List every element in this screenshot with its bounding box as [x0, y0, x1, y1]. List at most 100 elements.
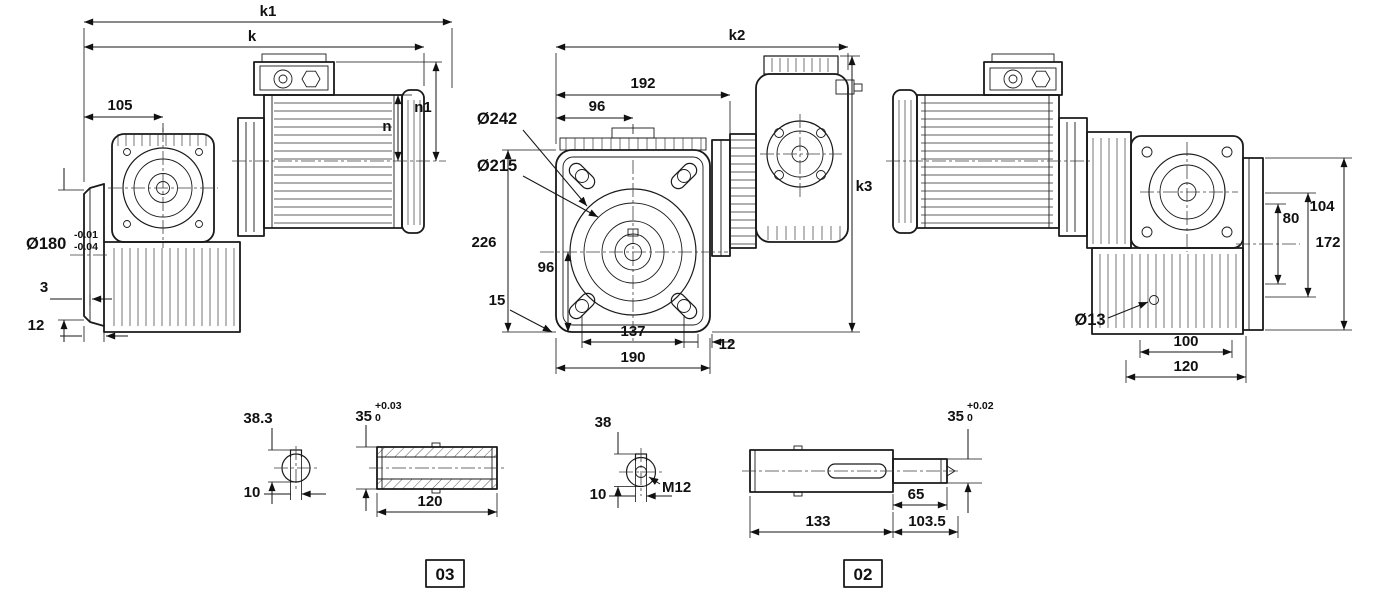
shaft-detail-02: 38 10 M12 35 +0.02 0 65 133 103.5 02: [590, 400, 994, 588]
dim-label-100: 100: [1173, 333, 1198, 350]
detail-tag-02: 02: [843, 559, 883, 588]
view-front: k2 192 96 Ø242 Ø215 226 96 15 137 12 190…: [471, 27, 872, 374]
motor-adapter: [1058, 117, 1088, 237]
shaft-detail-03: 38.3 10 35 +0.03 0 120 03: [243, 400, 505, 588]
hollow-shaft-section: [369, 442, 505, 494]
housing-cooling-ribs: [1099, 254, 1237, 328]
dim-label-192: 192: [630, 75, 655, 92]
dim-label-dia242: Ø242: [477, 110, 517, 128]
motor-fins: [274, 102, 392, 224]
dim-label-120: 120: [1173, 358, 1198, 375]
motor-side: [892, 53, 1088, 237]
dim-label-k2: k2: [729, 27, 746, 44]
dim-label-k3: k3: [856, 178, 873, 195]
dim-label-120: 120: [417, 493, 442, 510]
motor-fins: [921, 102, 1053, 224]
dim-label-105: 105: [107, 97, 132, 114]
centerlines-left: [70, 128, 446, 256]
corner-slot-br: [670, 292, 698, 320]
centerlines-front: [540, 114, 842, 344]
leader-m12: [648, 476, 661, 485]
tolerance-upper-35: +0.02: [967, 400, 994, 412]
dim-label-n1: n1: [414, 99, 432, 116]
leader-dia242: [522, 129, 588, 207]
cable-gland: [835, 79, 855, 95]
circlip-groove-bottom: [431, 488, 441, 494]
motor-end-ribs: [767, 226, 841, 240]
leader-dia215: [522, 175, 599, 218]
corner-slot-tr: [670, 162, 698, 190]
leader-dia13: [1107, 301, 1149, 319]
dim-label-96-left: 96: [538, 259, 555, 276]
tolerance-upper-dia180: -0.01: [74, 229, 98, 241]
bore-end-view: [274, 446, 318, 492]
dim-label-3: 3: [40, 279, 48, 296]
tolerance-lower-dia180: -0.04: [74, 241, 98, 253]
dimensions-right: 80 104 172 Ø13 100 120: [1074, 157, 1352, 383]
dim-label-dia180: Ø180: [26, 235, 66, 253]
dim-label-137: 137: [620, 323, 645, 340]
mounting-hole-dia13: [1149, 295, 1159, 305]
dim-label-35: 35: [355, 408, 372, 425]
dimensions-shaft-02: 38 10 M12 35 +0.02 0 65 133 103.5: [590, 400, 994, 538]
dim-label-35: 35: [947, 408, 964, 425]
dim-label-104: 104: [1309, 198, 1335, 215]
shaft-end-view: [619, 448, 665, 496]
dim-label-dia215: Ø215: [477, 157, 517, 175]
terminal-box: [983, 53, 1063, 96]
dim-label-103-5: 103.5: [908, 513, 946, 530]
view-side-right: 80 104 172 Ø13 100 120: [886, 53, 1352, 383]
dim-label-226: 226: [471, 234, 496, 251]
tolerance-lower-35: 0: [375, 412, 381, 424]
dim-label-k1: k1: [260, 3, 277, 20]
cable-gland: [1003, 69, 1023, 89]
cable-gland: [273, 69, 293, 89]
centerlines-right: [886, 142, 1300, 252]
dim-label-96-top: 96: [589, 98, 606, 115]
dim-label-190: 190: [620, 349, 645, 366]
dim-label-12: 12: [719, 336, 736, 353]
dim-label-38: 38: [595, 414, 612, 431]
dim-label-12: 12: [28, 317, 45, 334]
detail-tag-03: 03: [425, 559, 465, 588]
dimensions-front: k2 192 96 Ø242 Ø215 226 96 15 137 12 190…: [471, 27, 872, 374]
dim-label-133: 133: [805, 513, 830, 530]
circlip-groove-top: [431, 442, 441, 448]
dim-label-10: 10: [590, 486, 607, 503]
dim-label-n: n: [382, 118, 391, 135]
leader-15: [509, 309, 553, 333]
fan-cover: [401, 89, 425, 234]
dim-label-172: 172: [1315, 234, 1340, 251]
dimensions-shaft-03: 38.3 10 35 +0.03 0 120: [243, 400, 498, 517]
dimensions-left: k1 k 105 n1 n Ø180 -0.01 -0.04 3 12: [26, 3, 453, 342]
dim-label-65: 65: [908, 486, 925, 503]
dim-label-dia13: Ø13: [1074, 311, 1105, 329]
dim-label-k: k: [248, 28, 257, 45]
gearbox-housing-side: [1086, 131, 1244, 335]
motor-front-end: [711, 55, 863, 257]
housing-top-ribs: [117, 134, 207, 146]
circlip-groove-top: [793, 445, 803, 451]
hex-plug: [301, 70, 321, 88]
hex-plug: [1031, 70, 1051, 88]
dim-label-38-3: 38.3: [243, 410, 272, 427]
dim-label-80: 80: [1283, 210, 1300, 227]
corner-slot-tl: [568, 162, 596, 190]
terminal-box-end: [763, 55, 839, 75]
tolerance-upper-35: +0.03: [375, 400, 402, 412]
view-side-left: k1 k 105 n1 n Ø180 -0.01 -0.04 3 12: [26, 3, 453, 342]
gearbox-housing-side: [103, 133, 241, 333]
worm-neck-ribs: [730, 139, 756, 245]
output-shaft-side: [742, 445, 958, 497]
extension-lines: [58, 28, 453, 342]
dim-label-15: 15: [489, 292, 506, 309]
thread-label-m12: M12: [662, 479, 691, 496]
detail-tag-02-label: 02: [854, 565, 873, 584]
dim-label-10: 10: [244, 484, 261, 501]
terminal-box: [253, 53, 335, 96]
circlip-groove-bottom: [793, 491, 803, 497]
detail-tag-03-label: 03: [436, 565, 455, 584]
tolerance-lower-35: 0: [967, 412, 973, 424]
